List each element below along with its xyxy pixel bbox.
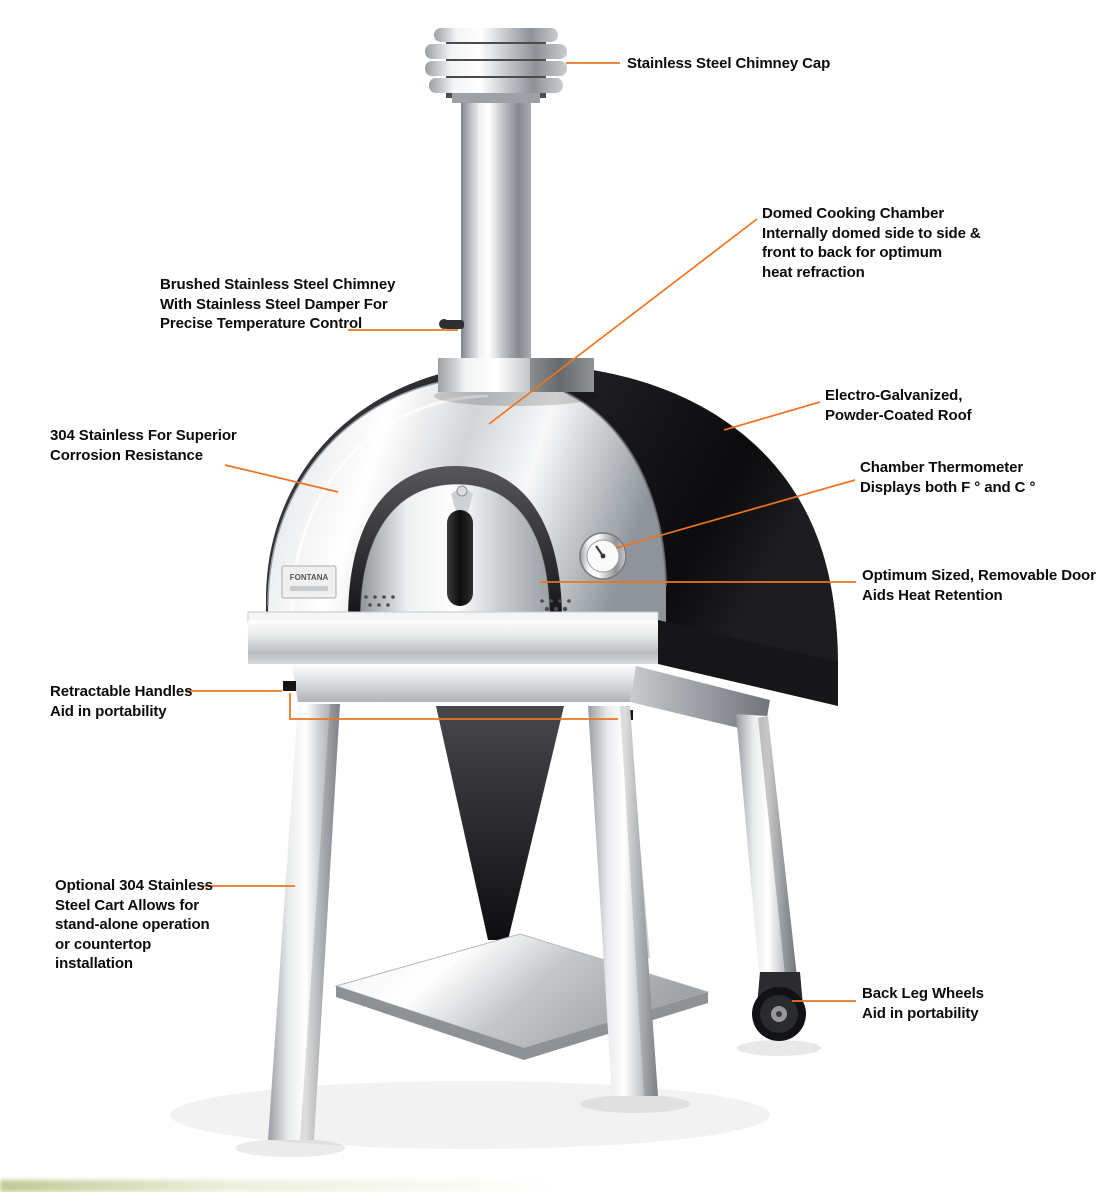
leader-lines	[186, 62, 856, 1002]
front-legs	[268, 704, 658, 1140]
damper-handle	[444, 320, 464, 329]
door-vents	[364, 595, 571, 612]
back-right-leg	[736, 714, 806, 1041]
chimney	[425, 28, 598, 406]
front-right-leg	[588, 706, 658, 1096]
counter	[247, 611, 838, 706]
callout-304-stainless: 304 Stainless For Superior Corrosion Res…	[50, 427, 237, 464]
callout-roof: Electro-Galvanized, Powder-Coated Roof	[825, 387, 972, 424]
callout-domed-chamber: Domed Cooking Chamber Internally domed s…	[762, 205, 981, 281]
leader-304-stainless	[224, 464, 339, 493]
leader-domed-chamber	[488, 218, 758, 425]
chimney-cap	[425, 28, 567, 103]
handle-hook	[451, 489, 473, 512]
ground-shadow	[170, 1040, 821, 1157]
callout-wheels: Back Leg Wheels Aid in portability	[862, 985, 984, 1022]
center-funnel-support	[436, 706, 564, 940]
callout-handles: Retractable Handles Aid in portability	[50, 683, 193, 720]
door-handle	[447, 510, 473, 606]
callout-chimney-cap: Stainless Steel Chimney Cap	[627, 55, 831, 72]
oven-door-area: FONTANA	[281, 466, 627, 621]
callout-cart: Optional 304 Stainless Steel Cart Allows…	[55, 877, 213, 972]
front-left-leg	[268, 704, 340, 1140]
callout-thermometer: Chamber Thermometer Displays both F ° an…	[860, 459, 1036, 496]
brand-plate-text: FONTANA	[290, 573, 329, 582]
callout-chimney: Brushed Stainless Steel Chimney With Sta…	[160, 276, 396, 332]
leader-roof	[723, 401, 821, 431]
leader-handles-right	[289, 693, 618, 720]
back-leg-wheel	[752, 987, 806, 1041]
brand-plate: FONTANA	[281, 565, 337, 599]
leader-thermometer	[615, 479, 856, 549]
callout-door: Optimum Sized, Removable Door Aids Heat …	[862, 567, 1096, 604]
counter-front	[248, 620, 658, 664]
thermometer	[579, 532, 627, 580]
chimney-pipe	[461, 96, 531, 374]
counter-right-side	[658, 620, 838, 706]
retractable-handle-left	[283, 681, 296, 691]
